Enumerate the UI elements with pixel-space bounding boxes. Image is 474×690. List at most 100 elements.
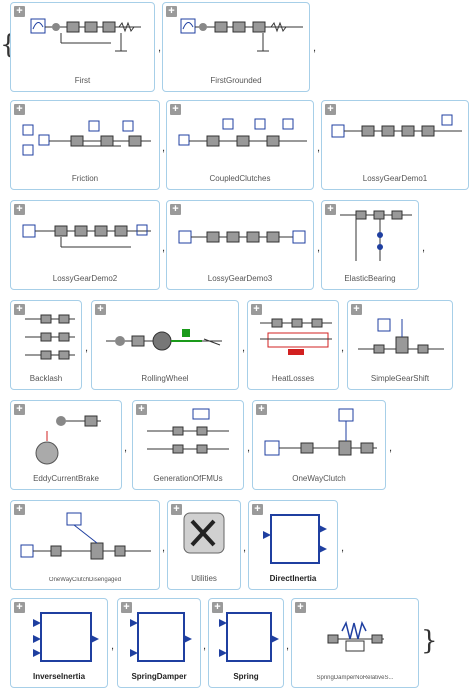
first-grounded-diagram-icon: [180, 18, 303, 52]
lossy-gear-demo3-diagram-icon: [178, 230, 306, 244]
expand-plus-icon[interactable]: +: [14, 204, 25, 215]
card-spring-damper-no-relative-states[interactable]: + SpringDamperNoRelativeS...: [291, 598, 419, 688]
card-direct-inertia[interactable]: + DirectInertia: [248, 500, 338, 590]
simple-gear-shift-diagram-icon: [358, 318, 444, 354]
direct-inertia-block-icon: [263, 514, 327, 564]
card-label: Friction: [71, 174, 99, 183]
expand-plus-icon[interactable]: +: [171, 504, 182, 515]
card-label: SpringDamper: [131, 672, 187, 681]
separator: ,: [162, 142, 166, 154]
spring-damper-icon: [327, 620, 384, 652]
separator: ,: [85, 342, 89, 354]
expand-plus-icon[interactable]: +: [256, 404, 267, 415]
expand-plus-icon[interactable]: +: [351, 304, 362, 315]
heat-losses-diagram-icon: [260, 318, 332, 355]
expand-plus-icon[interactable]: +: [325, 204, 336, 215]
first-diagram-icon: [30, 18, 141, 52]
expand-plus-icon[interactable]: +: [14, 602, 25, 613]
card-label: Utilities: [191, 574, 217, 583]
separator: ,: [422, 242, 426, 254]
card-generation-of-fmus[interactable]: + GenerationOfFMUs: [132, 400, 244, 490]
card-label: DirectInertia: [269, 574, 317, 583]
card-rolling-wheel[interactable]: + RollingWheel: [91, 300, 239, 390]
lossy-gear-demo2-diagram-icon: [22, 224, 151, 248]
utilities-tools-icon: [183, 512, 225, 554]
separator: ,: [317, 142, 321, 154]
separator: ,: [111, 640, 115, 652]
expand-plus-icon[interactable]: +: [136, 404, 147, 415]
separator: ,: [162, 242, 166, 254]
card-label: SpringDamperNoRelativeS...: [316, 675, 394, 681]
card-label: GenerationOfFMUs: [153, 474, 223, 483]
expand-plus-icon[interactable]: +: [166, 6, 177, 17]
expand-plus-icon[interactable]: +: [14, 404, 25, 415]
card-label: InverseInertia: [32, 672, 86, 681]
card-label: First: [74, 76, 91, 85]
close-brace: }: [421, 626, 438, 656]
card-one-way-clutch[interactable]: + OneWayClutch: [252, 400, 386, 490]
card-lossy-gear-demo3[interactable]: + LossyGearDemo3: [166, 200, 314, 290]
card-one-way-clutch-disengaged[interactable]: + OneWayClutchDisengaged: [10, 500, 160, 590]
card-label: OneWayClutch: [292, 474, 346, 483]
expand-plus-icon[interactable]: +: [95, 304, 106, 315]
separator: ,: [286, 640, 290, 652]
card-label: Backlash: [29, 374, 63, 383]
separator: ,: [317, 242, 321, 254]
expand-plus-icon[interactable]: +: [14, 504, 25, 515]
expand-plus-icon[interactable]: +: [295, 602, 306, 613]
card-utilities[interactable]: + Utilities: [167, 500, 241, 590]
expand-plus-icon[interactable]: +: [121, 602, 132, 613]
expand-plus-icon[interactable]: +: [252, 504, 263, 515]
separator: ,: [313, 42, 317, 54]
coupled-clutches-diagram-icon: [178, 118, 307, 147]
card-coupled-clutches[interactable]: + CoupledClutches: [166, 100, 314, 190]
card-label: LossyGearDemo3: [207, 274, 273, 283]
one-way-clutch-diagram-icon: [264, 408, 377, 456]
card-elastic-bearing[interactable]: + ElasticBearing: [321, 200, 419, 290]
card-lossy-gear-demo2[interactable]: + LossyGearDemo2: [10, 200, 160, 290]
card-spring[interactable]: + Spring: [208, 598, 284, 688]
card-label: ElasticBearing: [344, 274, 396, 283]
card-label: OneWayClutchDisengaged: [48, 577, 122, 583]
one-way-clutch-disengaged-diagram-icon: [20, 512, 151, 560]
expand-plus-icon[interactable]: +: [212, 602, 223, 613]
generation-of-fmus-diagram-icon: [147, 408, 229, 454]
card-label: HeatLosses: [271, 374, 315, 383]
card-label: FirstGrounded: [210, 76, 262, 85]
card-lossy-gear-demo1[interactable]: + LossyGearDemo1: [321, 100, 469, 190]
separator: ,: [162, 542, 166, 554]
inverse-inertia-block-icon: [33, 612, 99, 662]
expand-plus-icon[interactable]: +: [251, 304, 262, 315]
elastic-bearing-diagram-icon: [340, 210, 412, 261]
friction-diagram-icon: [22, 120, 151, 156]
rolling-wheel-diagram-icon: [106, 329, 222, 351]
expand-plus-icon[interactable]: +: [170, 204, 181, 215]
card-label: Spring: [233, 672, 259, 681]
card-first[interactable]: + First: [10, 2, 155, 92]
card-spring-damper[interactable]: + SpringDamper: [117, 598, 201, 688]
eddy-current-brake-diagram-icon: [35, 415, 101, 465]
separator: ,: [124, 442, 128, 454]
spring-damper-block-icon: [130, 612, 192, 662]
expand-plus-icon[interactable]: +: [14, 6, 25, 17]
expand-plus-icon[interactable]: +: [325, 104, 336, 115]
card-label: SimpleGearShift: [370, 374, 430, 383]
card-label: LossyGearDemo1: [362, 174, 428, 183]
expand-plus-icon[interactable]: +: [14, 304, 25, 315]
separator: ,: [243, 542, 247, 554]
card-simple-gear-shift[interactable]: + SimpleGearShift: [347, 300, 453, 390]
card-inverse-inertia[interactable]: + InverseInertia: [10, 598, 108, 688]
expand-plus-icon[interactable]: +: [170, 104, 181, 115]
card-heat-losses[interactable]: + HeatLosses: [247, 300, 339, 390]
expand-plus-icon[interactable]: +: [14, 104, 25, 115]
separator: ,: [389, 442, 393, 454]
separator: ,: [242, 342, 246, 354]
card-label: EddyCurrentBrake: [33, 474, 99, 483]
card-eddy-current-brake[interactable]: + EddyCurrentBrake: [10, 400, 122, 490]
card-friction[interactable]: + Friction: [10, 100, 160, 190]
separator: ,: [341, 342, 345, 354]
backlash-diagram-icon: [25, 314, 75, 360]
card-first-grounded[interactable]: + FirstGrounded: [162, 2, 310, 92]
card-backlash[interactable]: + Backlash: [10, 300, 82, 390]
card-label: CoupledClutches: [209, 174, 271, 183]
